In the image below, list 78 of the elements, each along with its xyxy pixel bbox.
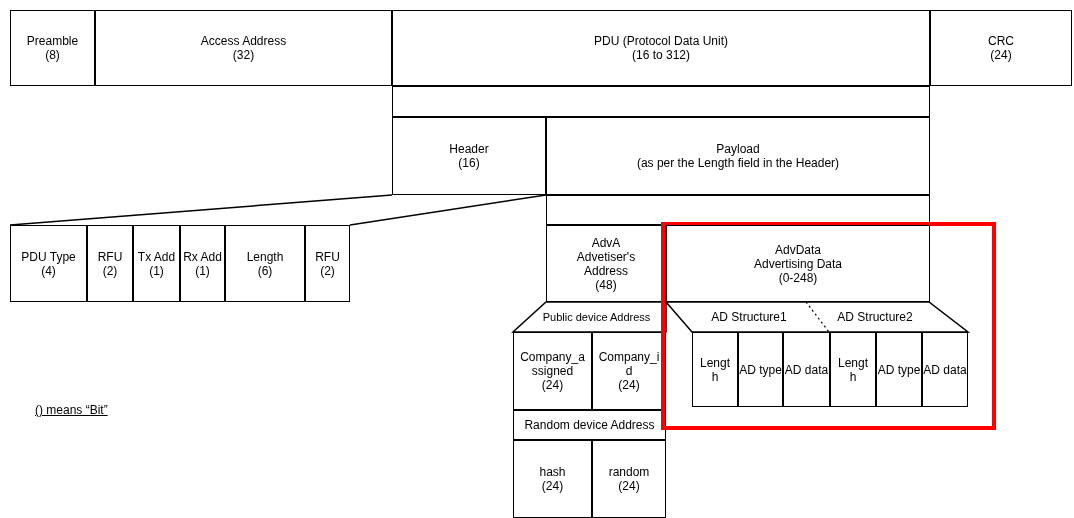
- field-detail: (48): [595, 277, 617, 292]
- highlight-frame: [661, 222, 996, 430]
- field-detail: (24): [618, 378, 640, 392]
- field-name: Rx Add: [183, 249, 222, 264]
- field-detail: (as per the Length field in the Header): [636, 156, 840, 170]
- field-name: Length: [246, 249, 284, 264]
- field-box: [546, 225, 666, 302]
- field-detail: (24): [541, 378, 564, 392]
- field-box: [180, 225, 225, 302]
- field-box: [592, 332, 666, 410]
- field-detail: (24): [990, 48, 1012, 62]
- field-box: [546, 117, 930, 195]
- field-box: [133, 225, 180, 302]
- field-name: Tx Add: [137, 249, 176, 264]
- trapezoid-band: [513, 302, 666, 332]
- field-name: Length: [837, 355, 869, 384]
- field-detail: (24): [618, 479, 640, 493]
- field-name: PDU Type: [21, 249, 76, 264]
- field-name: Payload: [716, 142, 760, 156]
- field-name: Preamble: [26, 34, 79, 48]
- field-name: AdvA: [591, 235, 621, 250]
- field-name: RFU: [315, 249, 340, 264]
- field-box: [225, 225, 305, 302]
- field-box: [95, 10, 392, 86]
- field-name: Access Address: [200, 34, 287, 48]
- field-detail: (24): [541, 479, 564, 493]
- empty-box: [546, 195, 930, 225]
- field-detail: (16 to 312): [631, 48, 690, 62]
- field-detail: (1): [195, 263, 210, 278]
- field-name: AdvData: [775, 242, 821, 257]
- field-name: Random device Address: [524, 418, 655, 432]
- field-box: [513, 410, 666, 440]
- field-name: hash: [539, 465, 566, 479]
- field-detail: (1): [149, 263, 164, 278]
- trapezoid-band: [666, 302, 968, 332]
- field-name: AD data: [784, 362, 829, 377]
- field-detail: (32): [232, 48, 255, 62]
- field-detail: (8): [45, 48, 60, 62]
- band-label: AD Structure2: [837, 310, 913, 324]
- field-name: AD type: [877, 362, 921, 377]
- field-detail: Advertising Data: [753, 256, 842, 271]
- field-box: [830, 332, 876, 407]
- field-name: PDU (Protocol Data Unit): [593, 34, 728, 48]
- field-box: [87, 225, 133, 302]
- field-box: [392, 117, 546, 195]
- field-box: [738, 332, 783, 407]
- field-detail: (16): [458, 156, 480, 170]
- field-name: random: [608, 465, 650, 479]
- field-box: [592, 440, 666, 518]
- field-detail: (4): [41, 263, 56, 278]
- footnote: () means “Bit”: [35, 403, 108, 417]
- field-name: AD type: [739, 362, 782, 377]
- field-detail: Advetiser's Address: [575, 249, 637, 278]
- field-box: [922, 332, 968, 407]
- field-box: [513, 440, 592, 518]
- field-box: [930, 10, 1072, 86]
- field-box: [305, 225, 350, 302]
- field-name: Company_assigned: [519, 350, 586, 378]
- field-detail: (2): [102, 263, 118, 278]
- field-box: [392, 10, 930, 86]
- band-label: AD Structure1: [711, 310, 787, 324]
- field-name: RFU: [97, 249, 123, 264]
- band-label: Public device Address: [542, 310, 651, 324]
- field-detail: (6): [257, 263, 273, 278]
- field-name: Company_id: [597, 350, 661, 378]
- field-detail: (0-248): [778, 270, 818, 285]
- field-box: [10, 10, 95, 86]
- field-box: [783, 332, 830, 407]
- field-box: [692, 332, 738, 407]
- field-name: AD data: [923, 362, 967, 377]
- field-box: [10, 225, 87, 302]
- field-detail: (2): [320, 263, 335, 278]
- field-name: CRC: [988, 34, 1014, 48]
- field-box: [513, 332, 592, 410]
- field-box: [876, 332, 922, 407]
- empty-box: [392, 86, 930, 117]
- field-name: Length: [699, 355, 731, 384]
- field-name: Header: [449, 142, 489, 156]
